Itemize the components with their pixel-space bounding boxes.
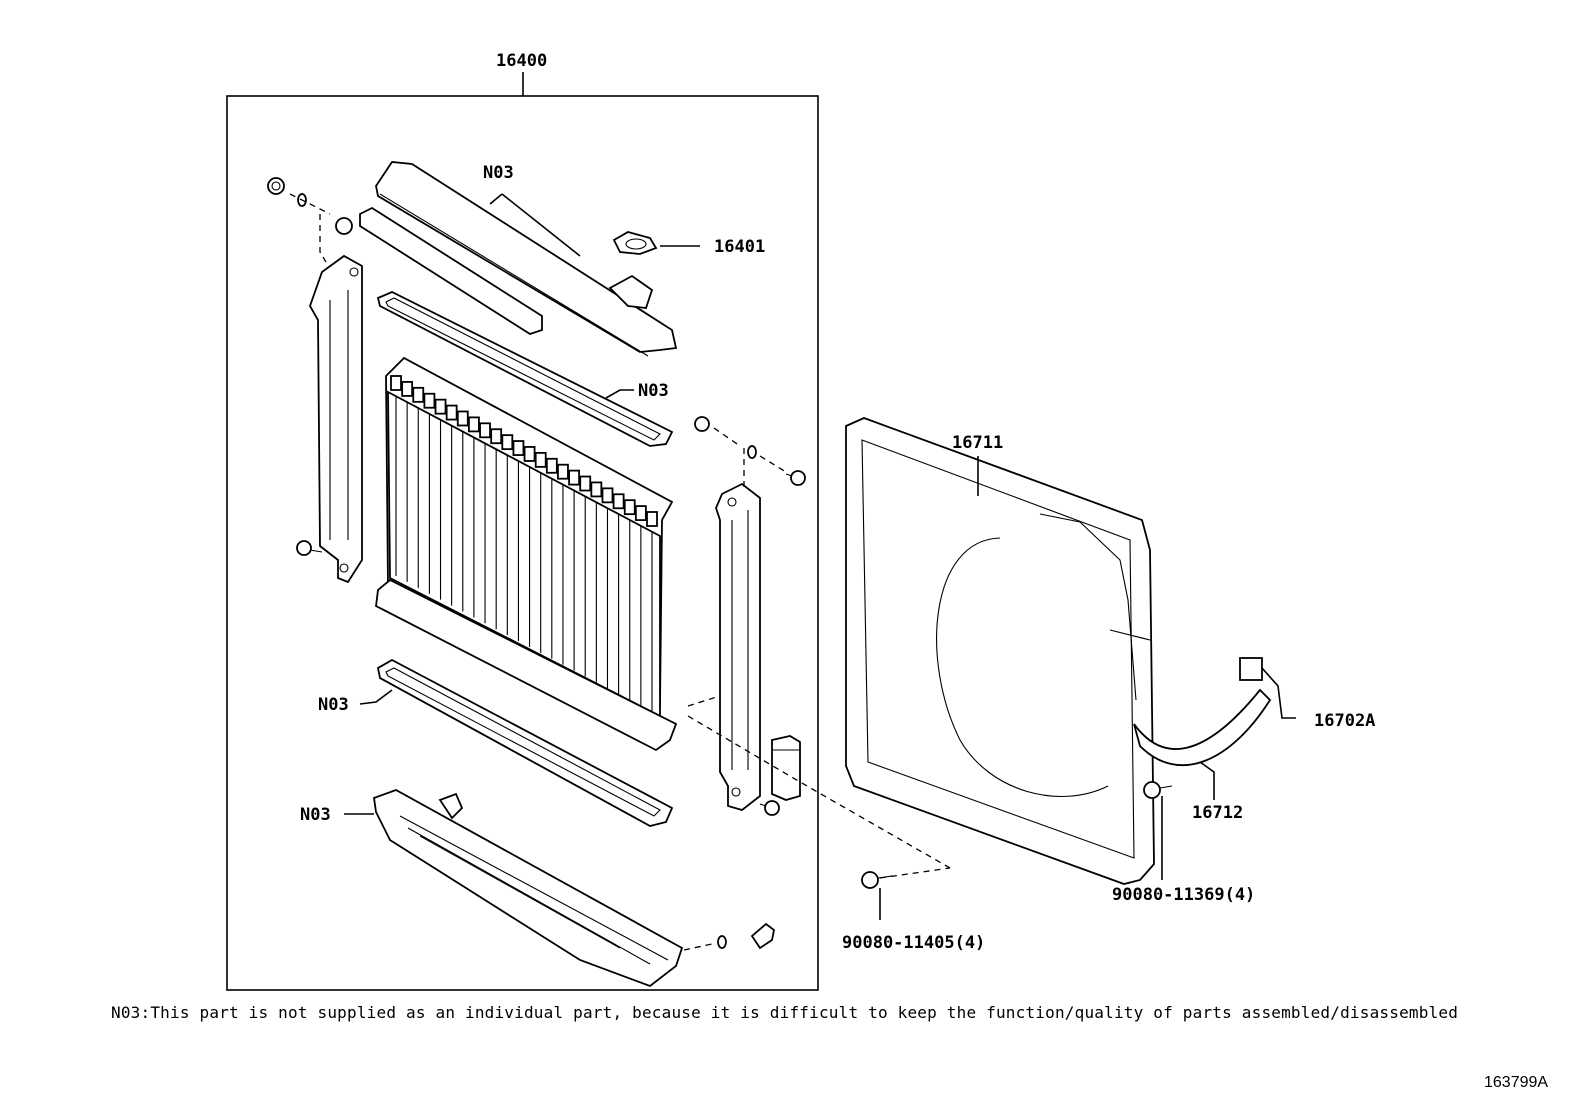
label-16711: 16711 (952, 433, 1003, 453)
label-n03-upper-gasket: N03 (638, 381, 669, 401)
core-tube-end (501, 434, 514, 451)
drain-plug (717, 922, 775, 950)
upper-tank (375, 161, 678, 357)
core-tube-end (479, 422, 491, 439)
upper-gasket (376, 291, 674, 447)
core-tube-end (623, 499, 636, 516)
core-tube-end (590, 481, 603, 498)
fan-shroud (845, 417, 1155, 885)
radiator-core (375, 356, 678, 752)
core-tube-end (512, 440, 525, 456)
core-tube-end (601, 487, 614, 504)
core-tube-end (445, 404, 458, 421)
label-90080-11369: 90080-11369(4) (1112, 885, 1255, 905)
core-tube-end (634, 505, 647, 521)
label-16400: 16400 (496, 51, 547, 71)
core-tube-end (612, 493, 625, 510)
core-tube-end (579, 475, 592, 492)
lower-gasket (376, 658, 674, 827)
core-tube-end (390, 375, 402, 391)
core-tube-end (568, 469, 580, 486)
right-hardware (694, 416, 806, 816)
diagram-reference-number: 163799A (1484, 1074, 1549, 1091)
core-tube-end (423, 392, 436, 409)
label-16702a: 16702A (1314, 711, 1375, 731)
label-n03-upper-tank: N03 (483, 163, 514, 183)
core-tube-end (646, 511, 658, 527)
core-tube-end (468, 416, 480, 433)
core-tube-end (534, 451, 547, 468)
core-tube-end (434, 398, 447, 415)
lower-tank (373, 789, 684, 988)
left-bracket (309, 254, 363, 584)
lower-shroud (1133, 657, 1272, 766)
core-tube-end (401, 381, 414, 397)
core-tube-end (557, 463, 569, 480)
core-tube-end (412, 386, 425, 403)
core-tube-end (545, 457, 558, 474)
label-16401: 16401 (714, 237, 765, 257)
left-hardware (267, 177, 353, 556)
label-n03-lower-gasket: N03 (318, 695, 349, 715)
label-16712: 16712 (1192, 803, 1243, 823)
upper-seal-strip (359, 206, 543, 335)
core-tube-end (456, 410, 469, 427)
shroud-bolt (1143, 781, 1173, 799)
label-90080-11405: 90080-11405(4) (842, 933, 985, 953)
core-tube-end (523, 446, 536, 462)
right-bracket (715, 482, 761, 811)
footnote-n03: N03:This part is not supplied as an indi… (111, 1003, 1459, 1022)
core-tube-end (490, 428, 503, 445)
label-n03-lower-tank: N03 (300, 805, 331, 825)
radiator-bolt (861, 871, 893, 889)
